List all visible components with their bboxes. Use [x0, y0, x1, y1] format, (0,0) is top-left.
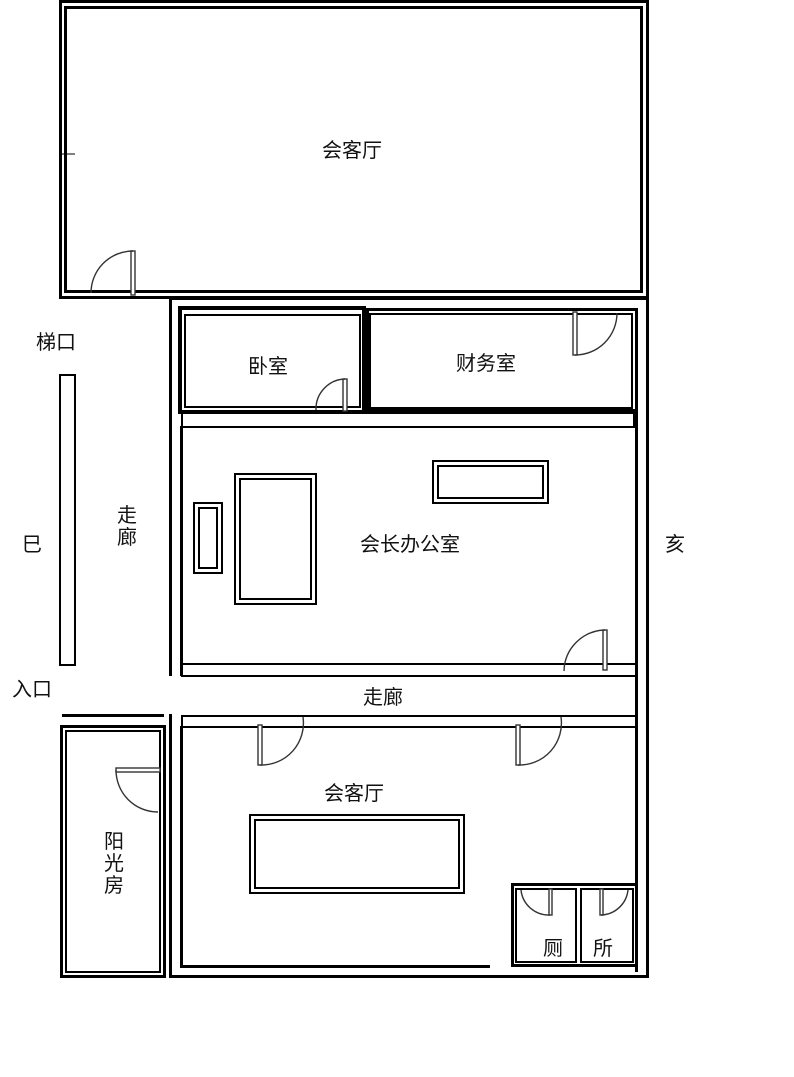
side-cabinet [193, 502, 223, 574]
finance-room-outer-wall [366, 308, 638, 412]
door-toilet-left [520, 888, 553, 916]
door-lower-reception-1 [257, 716, 305, 766]
office-left-wall [180, 426, 183, 676]
office-bottom-wall-strip [181, 663, 637, 677]
toilet-outer-wall [511, 883, 638, 967]
hallway-label: 走廊 [363, 685, 403, 709]
side-cabinet-inner [198, 507, 218, 569]
toilet-right-stall [580, 888, 634, 963]
main-building-left-wall-lower [169, 714, 172, 978]
door-bedroom [315, 378, 348, 412]
entrance-label: 入口 [12, 677, 52, 701]
hallway-left-label: 走廊 [117, 503, 137, 549]
direction-west-label: 巳 [22, 532, 42, 556]
office-top-wall-strip [181, 412, 635, 428]
door-finance [572, 311, 618, 356]
bedroom-label: 卧室 [248, 354, 288, 378]
bookshelf-inner [437, 465, 544, 499]
door-toilet-right [599, 888, 629, 916]
sunroom-label: 阳光房 [104, 829, 124, 897]
reception-table-inner [254, 819, 460, 889]
main-building-outer-wall-top [170, 297, 649, 300]
reception-table [249, 814, 465, 894]
bedroom-inner-wall [184, 314, 361, 408]
door-sunroom [115, 767, 161, 813]
stairs-label: 梯口 [36, 330, 76, 354]
sunroom-outer-wall [60, 725, 166, 978]
door-upper-reception [90, 250, 136, 296]
toilet-left-stall [515, 888, 577, 963]
upper-reception-label: 会客厅 [322, 138, 382, 162]
upper-reception-inner-wall [64, 6, 643, 293]
bookshelf [432, 460, 549, 504]
finance-room-inner-wall [369, 313, 633, 409]
door-office [563, 629, 608, 672]
finance-room-label: 财务室 [456, 351, 516, 375]
lower-reception-label: 会客厅 [324, 781, 384, 805]
office-desk [234, 473, 317, 605]
door-lower-reception-2 [515, 716, 563, 766]
sunroom-inner-wall [65, 730, 161, 973]
office-right-wall [635, 412, 638, 972]
toilet-left-label: 厕 [543, 936, 563, 960]
stair-railing [59, 374, 76, 666]
lower-reception-left-wall [180, 726, 183, 968]
main-building-bottom-wall [169, 975, 649, 978]
direction-east-label: 亥 [665, 532, 685, 556]
lower-reception-top-wall-strip [181, 715, 637, 728]
main-building-left-wall-upper [169, 297, 172, 676]
office-desk-inner [239, 478, 312, 600]
toilet-right-label: 所 [593, 936, 613, 960]
sunroom-top-line [62, 714, 164, 717]
main-building-right-wall [646, 297, 649, 978]
president-office-label: 会长办公室 [360, 532, 460, 556]
lower-reception-bottom-wall [180, 965, 490, 968]
